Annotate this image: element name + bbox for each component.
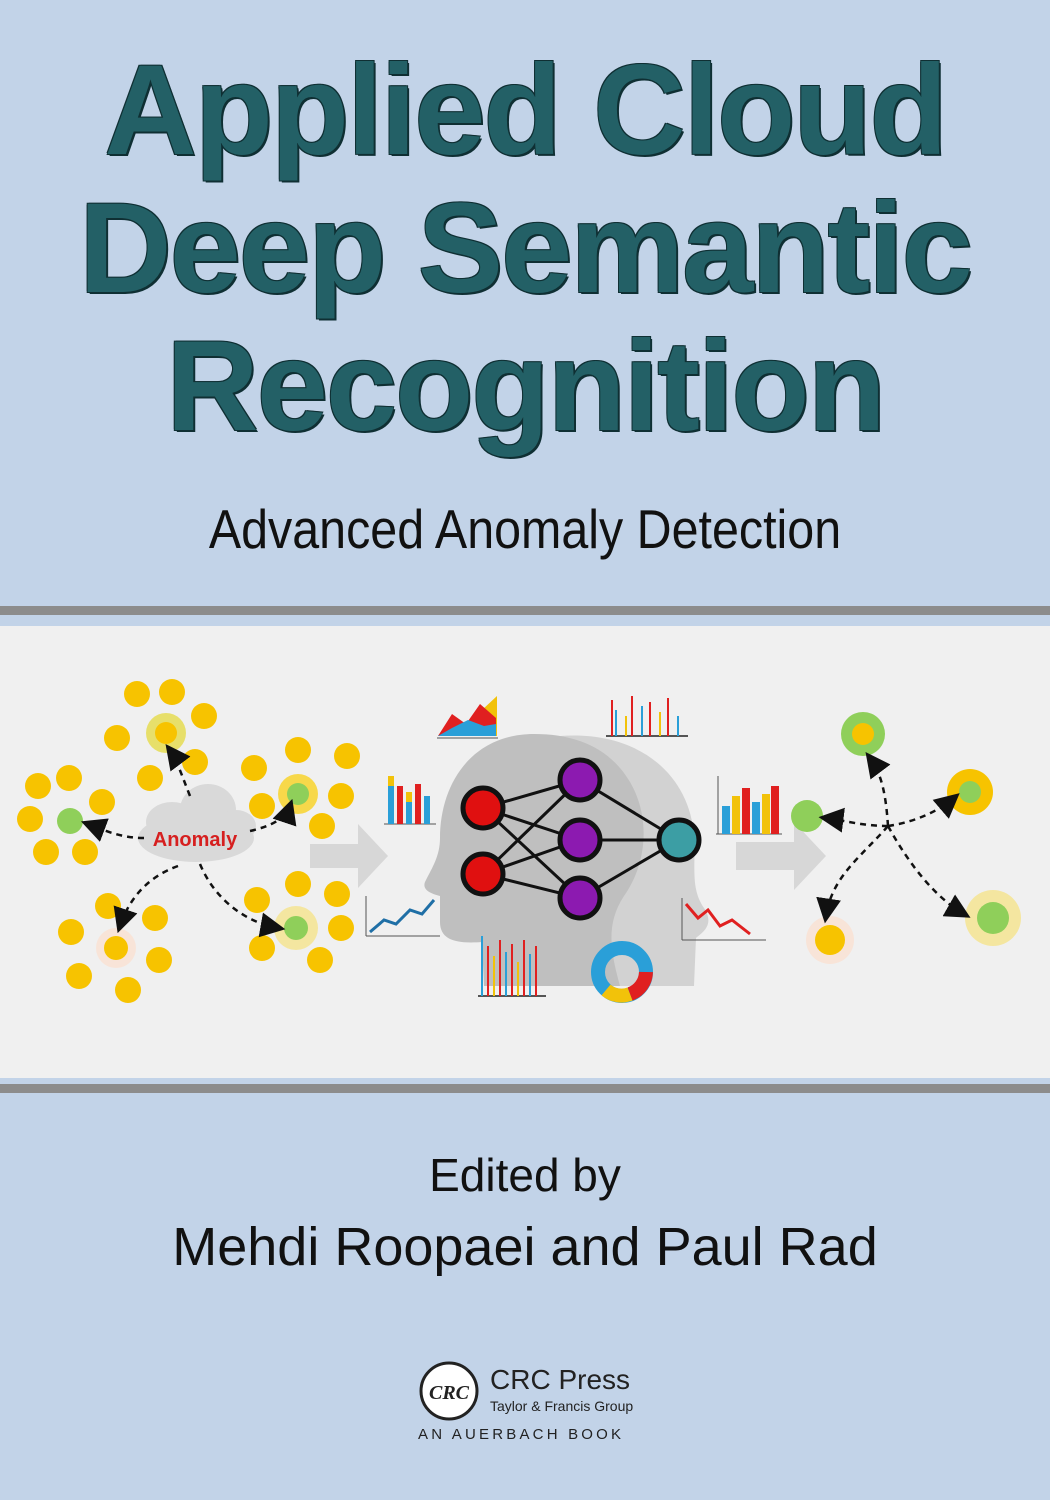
publisher-name: CRC Press xyxy=(490,1364,631,1395)
right-outcomes xyxy=(791,712,1021,964)
publisher-imprint: AN AUERBACH BOOK xyxy=(418,1426,625,1443)
mini-bar-chart-1 xyxy=(606,696,688,737)
anomaly-arrows xyxy=(80,743,297,938)
book-title: Applied Cloud Deep Semantic Recognition xyxy=(0,42,1050,456)
crc-logo-text: CRC xyxy=(429,1382,470,1404)
anomaly-cloud: Anomaly xyxy=(138,784,256,862)
cover-illustration: Anomaly xyxy=(0,626,1050,1078)
editors-names: Mehdi Roopaei and Paul Rad xyxy=(172,1217,878,1277)
mini-line-chart-up xyxy=(365,896,440,937)
mini-bar-chart-4 xyxy=(478,936,546,997)
band-top-rule xyxy=(0,606,1050,615)
anomaly-label: Anomaly xyxy=(153,829,238,851)
crc-logo-icon: CRC xyxy=(419,1361,479,1421)
mini-line-chart-down xyxy=(681,898,766,941)
mini-area-chart xyxy=(437,696,498,739)
band-bottom-rule xyxy=(0,1084,1050,1093)
left-point-clusters xyxy=(17,679,360,1003)
mini-bar-chart-3 xyxy=(716,776,782,835)
flow-arrows xyxy=(310,822,826,890)
mini-bar-chart-2 xyxy=(384,776,436,825)
title-line-1: Applied Cloud xyxy=(104,39,947,182)
book-subtitle: Advanced Anomaly Detection xyxy=(208,498,842,560)
publisher-group: Taylor & Francis Group xyxy=(490,1398,634,1414)
neural-network xyxy=(460,757,702,921)
edited-by-label: Edited by xyxy=(429,1149,621,1201)
title-line-3: Recognition xyxy=(166,315,886,458)
title-line-2: Deep Semantic xyxy=(79,177,973,320)
mini-donut-chart xyxy=(591,941,653,1003)
publisher-block: CRC CRC Press Taylor & Francis Group AN … xyxy=(418,1360,658,1450)
